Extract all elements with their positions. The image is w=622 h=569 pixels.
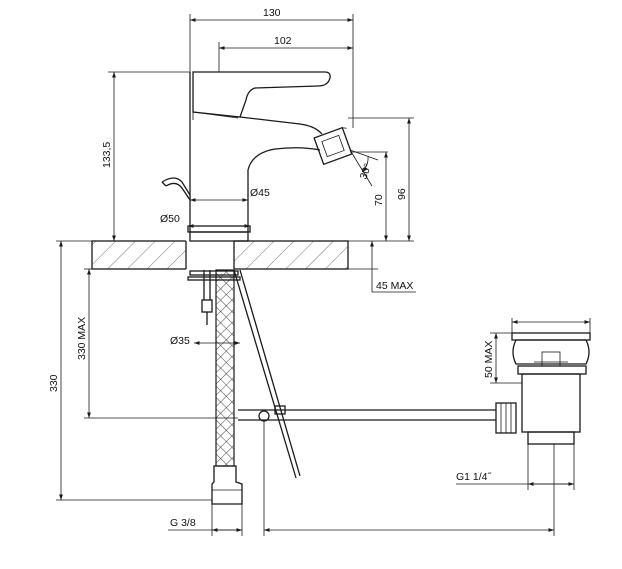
dimension-lines bbox=[56, 14, 591, 536]
dim-g3-8-label: G 3/8 bbox=[170, 517, 196, 529]
dim-45-max-label: 45 MAX bbox=[376, 280, 413, 292]
dim-50-dia-label: Ø50 bbox=[160, 213, 180, 225]
dim-330-label: 330 bbox=[48, 374, 60, 392]
mixer-body bbox=[161, 71, 353, 242]
dim-330-max-label: 330 MAX bbox=[76, 317, 88, 360]
deck-section bbox=[91, 240, 349, 270]
dim-102-label: 102 bbox=[274, 35, 292, 47]
underdeck-assembly bbox=[187, 269, 496, 505]
dim-96-label: 96 bbox=[396, 188, 408, 200]
dim-130-label: 130 bbox=[263, 7, 281, 19]
dim-g1-1-4-label: G1 1/4˝ bbox=[456, 471, 493, 483]
dim-30-angle-label: 30° bbox=[358, 162, 375, 181]
dim-45-dia-label: Ø45 bbox=[250, 187, 270, 199]
popup-waste bbox=[495, 332, 591, 445]
dim-50-max-label: 50 MAX bbox=[483, 341, 495, 378]
dim-133-5-label: 133,5 bbox=[101, 142, 113, 168]
dimension-labels: 130 102 133,5 Ø45 Ø50 30° 70 96 45 MAX Ø… bbox=[48, 7, 495, 529]
dim-70-label: 70 bbox=[373, 194, 385, 206]
dim-35-dia-label: Ø35 bbox=[170, 335, 190, 347]
